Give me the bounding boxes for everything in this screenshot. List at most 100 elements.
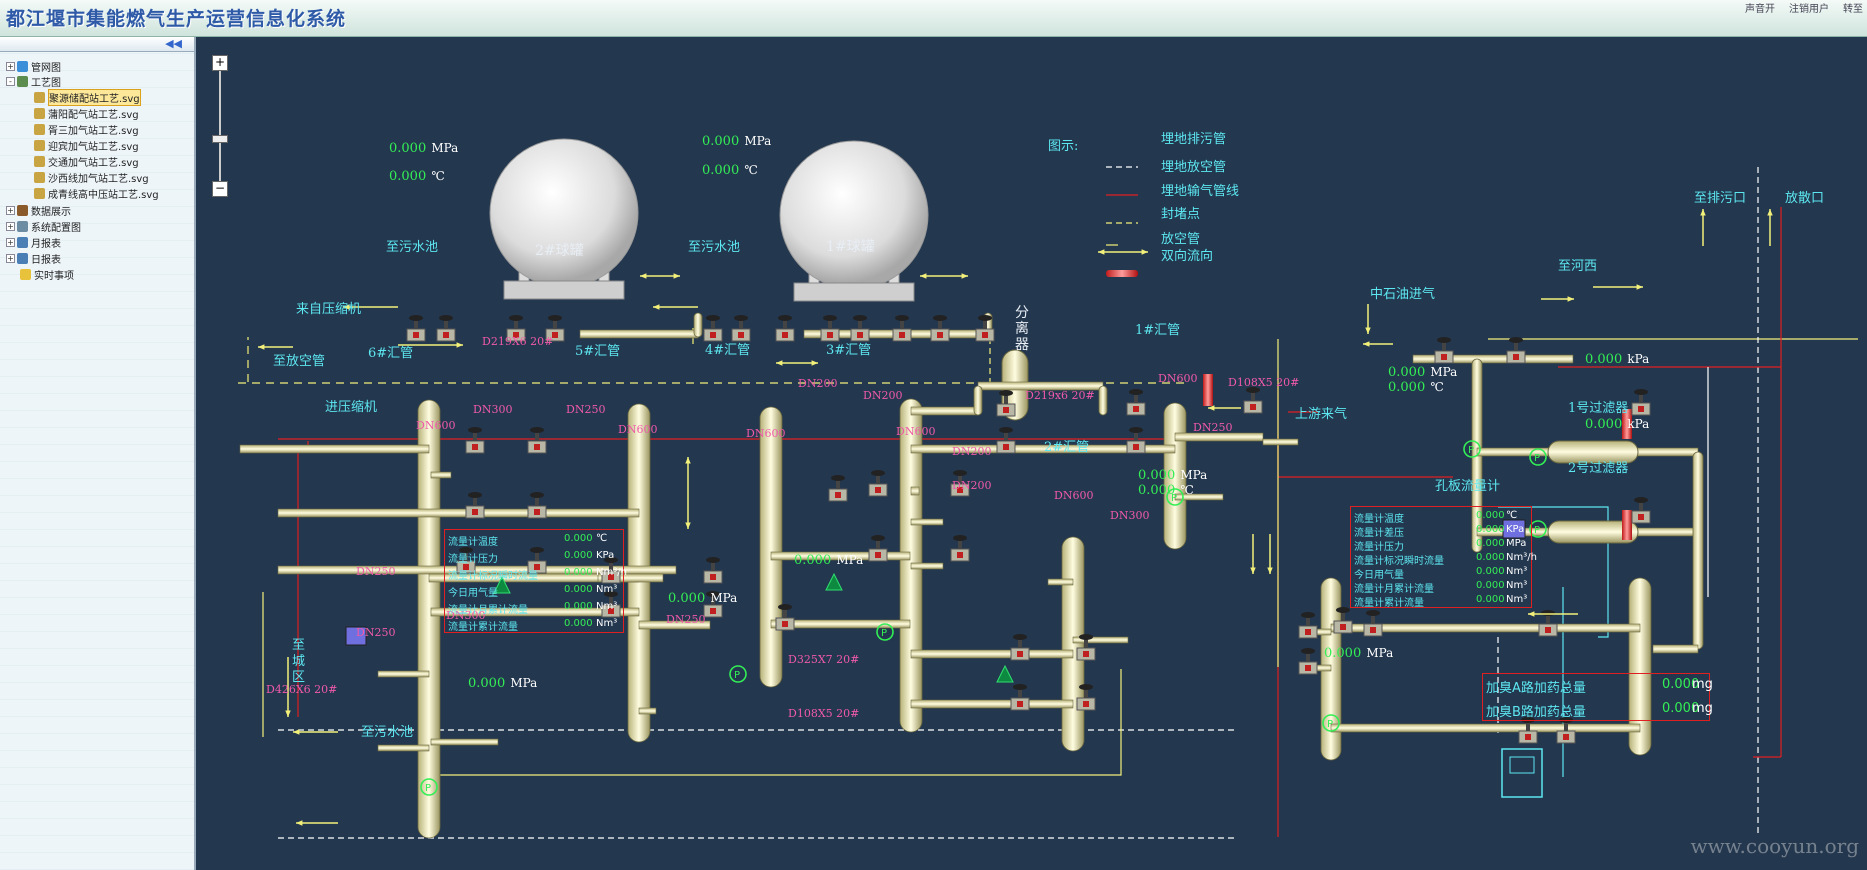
gate-valve[interactable] <box>527 427 547 454</box>
tree-item[interactable]: +月报表 <box>6 235 61 250</box>
pressure-gauge-icon[interactable]: P <box>1463 440 1481 458</box>
gate-valve[interactable] <box>731 315 751 342</box>
pressure-gauge-icon[interactable]: P <box>1166 488 1184 506</box>
expand-icon[interactable]: + <box>6 254 15 263</box>
gate-valve[interactable] <box>828 475 848 502</box>
control-cabinet-icon[interactable] <box>1501 748 1543 798</box>
gate-valve[interactable] <box>1434 337 1454 364</box>
gate-valve[interactable] <box>1298 612 1318 639</box>
tree-item[interactable]: 沙西线加气站工艺.svg <box>34 170 149 185</box>
tree-item[interactable]: 实时事项 <box>20 267 74 282</box>
regulator-icon[interactable] <box>493 575 511 594</box>
gate-valve[interactable] <box>930 315 950 342</box>
gate-valve[interactable] <box>703 557 723 584</box>
reading-unit: MPa <box>1180 468 1208 482</box>
pressure-gauge-icon[interactable]: P <box>876 623 894 641</box>
panel-value: 0.000 <box>1662 701 1700 716</box>
gate-valve[interactable] <box>1506 337 1526 364</box>
gate-valve[interactable] <box>1333 607 1353 634</box>
collapse-sidebar-icon[interactable]: ◀◀ <box>165 37 182 50</box>
gate-valve[interactable] <box>1010 634 1030 661</box>
tree-item[interactable]: -工艺图 <box>6 74 61 89</box>
gate-valve[interactable] <box>996 427 1016 454</box>
zoom-slider[interactable]: + − <box>212 55 228 197</box>
goto-link[interactable]: 转至 <box>1843 4 1863 15</box>
gate-valve[interactable] <box>406 315 426 342</box>
gate-valve[interactable] <box>703 315 723 342</box>
gate-valve[interactable] <box>1076 684 1096 711</box>
gate-valve[interactable] <box>456 547 476 574</box>
gate-valve[interactable] <box>436 315 456 342</box>
gate-valve[interactable] <box>1076 634 1096 661</box>
gate-valve[interactable] <box>950 470 970 497</box>
gate-valve[interactable] <box>1010 684 1030 711</box>
tree-item[interactable]: +日报表 <box>6 251 61 266</box>
expand-icon[interactable]: + <box>6 62 15 71</box>
pressure-gauge-icon[interactable]: P <box>420 778 438 796</box>
gate-valve[interactable] <box>1631 389 1651 416</box>
zoom-in-icon[interactable]: + <box>212 55 228 71</box>
gate-valve[interactable] <box>775 315 795 342</box>
gate-valve[interactable] <box>1538 610 1558 637</box>
gate-valve[interactable] <box>775 604 795 631</box>
zoom-slider-handle[interactable] <box>212 135 228 143</box>
tree-item[interactable]: 成青线高中压站工艺.svg <box>34 186 159 201</box>
gate-valve[interactable] <box>1298 648 1318 675</box>
gate-valve[interactable] <box>527 492 547 519</box>
zoom-out-icon[interactable]: − <box>212 181 228 197</box>
pressure-gauge-icon[interactable]: P <box>1322 714 1340 732</box>
gate-valve[interactable] <box>465 427 485 454</box>
gate-valve[interactable] <box>1126 389 1146 416</box>
header-pipe <box>693 312 703 338</box>
expand-icon[interactable]: + <box>6 222 15 231</box>
gate-valve[interactable] <box>703 591 723 618</box>
gate-valve[interactable] <box>868 470 888 497</box>
gate-valve[interactable] <box>950 535 970 562</box>
tree-item[interactable]: 聚源储配站工艺.svg <box>34 89 141 106</box>
expand-icon[interactable]: + <box>6 238 15 247</box>
orifice-flowmeter-icon[interactable] <box>1502 519 1526 539</box>
tree-item[interactable]: +数据展示 <box>6 203 71 218</box>
expand-icon[interactable]: + <box>6 206 15 215</box>
folder-icon <box>17 76 28 87</box>
tree-item[interactable]: +系统配置图 <box>6 219 81 234</box>
regulator-icon[interactable] <box>825 572 843 591</box>
sound-toggle-link[interactable]: 声音开 <box>1745 4 1775 15</box>
gate-valve[interactable] <box>820 315 840 342</box>
gate-valve[interactable] <box>1631 497 1651 524</box>
gate-valve[interactable] <box>527 547 547 574</box>
gate-valve[interactable] <box>465 492 485 519</box>
flow-arrow-icon <box>653 304 698 310</box>
gate-valve[interactable] <box>892 315 912 342</box>
gate-valve[interactable] <box>1243 387 1263 414</box>
tree-item[interactable]: 蒲阳配气站工艺.svg <box>34 106 139 121</box>
gate-valve[interactable] <box>975 315 995 342</box>
sensor-reading: 0.000 ℃ <box>1388 376 1444 395</box>
pressure-gauge-icon[interactable]: P <box>1529 520 1547 538</box>
pressure-gauge-icon[interactable]: P <box>729 665 747 683</box>
gate-valve[interactable] <box>1363 610 1383 637</box>
gate-valve[interactable] <box>850 315 870 342</box>
gate-valve[interactable] <box>545 315 565 342</box>
panel-label: 加臭A路加药总量 <box>1486 681 1586 696</box>
logout-link[interactable]: 注销用户 <box>1789 4 1829 15</box>
regulator-icon[interactable] <box>996 664 1014 683</box>
gate-valve[interactable] <box>506 315 526 342</box>
reading-value: 0.000 <box>702 163 740 178</box>
gate-valve[interactable] <box>1126 427 1146 454</box>
tree-item[interactable]: +管网图 <box>6 59 61 74</box>
gate-valve[interactable] <box>868 535 888 562</box>
gate-valve[interactable] <box>601 591 621 618</box>
collapse-icon[interactable]: - <box>6 77 15 86</box>
flowmeter-icon[interactable] <box>345 626 367 646</box>
tree-item[interactable]: 胥三加气站工艺.svg <box>34 122 139 137</box>
tree-item[interactable]: 迎宾加气站工艺.svg <box>34 138 139 153</box>
gate-valve[interactable] <box>1556 717 1576 744</box>
gate-valve[interactable] <box>601 557 621 584</box>
tree-item[interactable]: 交通加气站工艺.svg <box>34 154 139 169</box>
pressure-gauge-icon[interactable]: P <box>1529 448 1547 466</box>
gate-valve[interactable] <box>996 390 1016 417</box>
